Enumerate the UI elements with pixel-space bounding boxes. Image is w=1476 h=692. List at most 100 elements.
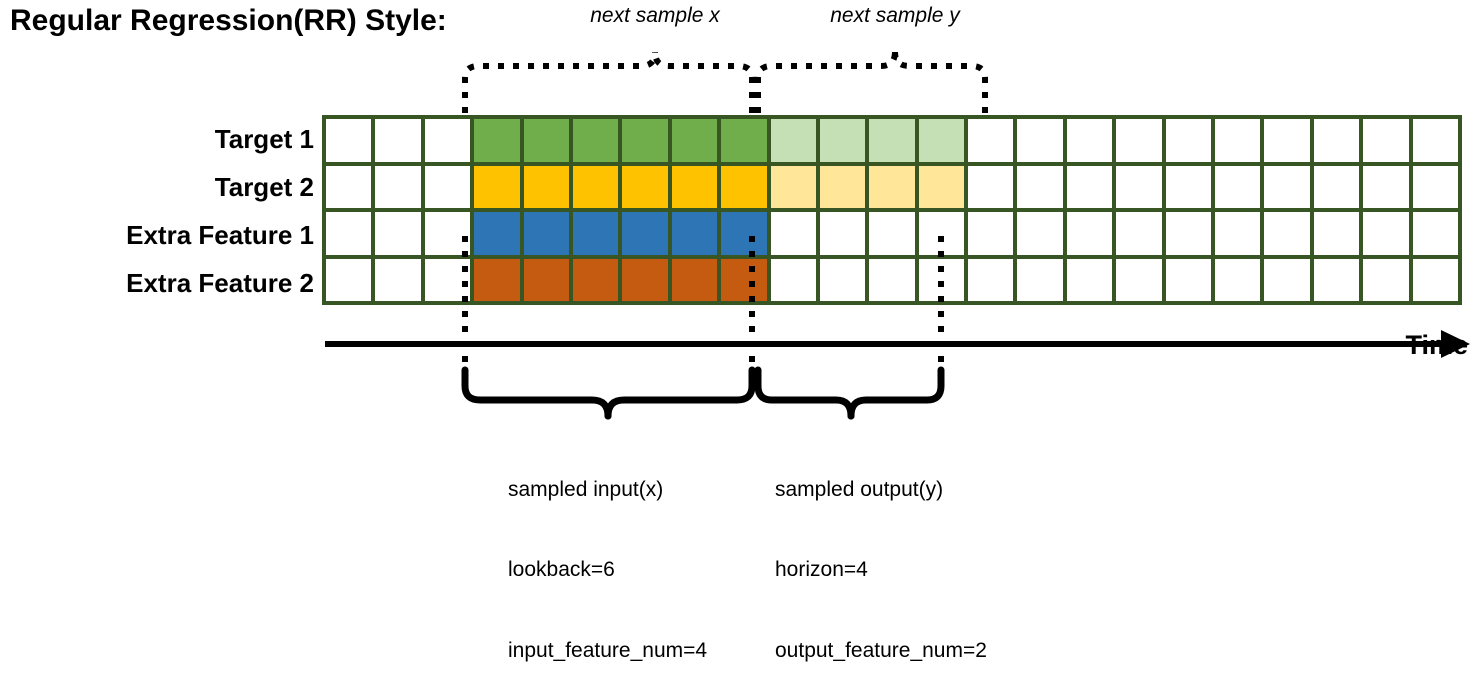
grid-cell-empty-r1-c21 xyxy=(1313,119,1360,162)
grid-cell-empty-r2-c2 xyxy=(375,165,421,208)
row-label-target-1: Target 1 xyxy=(214,124,314,154)
grid-cell-output-r1-c12 xyxy=(869,119,915,162)
sampled-output-features: output_feature_num=2 xyxy=(775,639,987,662)
grid-cell-empty-r2-c19 xyxy=(1215,165,1261,208)
grid-cell-empty-r3-c17 xyxy=(1116,212,1162,255)
solid-brace-sampled-output xyxy=(754,366,945,420)
grid-cell-empty-r3-c13 xyxy=(918,212,965,255)
grid-cell-empty-r4-c11 xyxy=(819,258,866,301)
grid-cell-input-r3-c9 xyxy=(721,212,767,255)
grid-cell-input-r2-c5 xyxy=(523,165,569,208)
grid-cell-empty-r4-c19 xyxy=(1215,258,1261,301)
grid-cell-empty-r1-c22 xyxy=(1363,119,1409,162)
grid-cell-empty-r3-c3 xyxy=(424,212,471,255)
grid-cell-output-r2-c13 xyxy=(918,165,965,208)
grid-cell-empty-r1-c2 xyxy=(375,119,421,162)
grid-cell-input-r4-c5 xyxy=(523,258,569,301)
grid-cell-input-r1-c4 xyxy=(474,119,520,162)
grid-cell-empty-r3-c18 xyxy=(1165,212,1212,255)
grid-cell-empty-r1-c14 xyxy=(968,119,1014,162)
grid-cell-empty-r1-c18 xyxy=(1165,119,1212,162)
grid-cell-empty-r2-c18 xyxy=(1165,165,1212,208)
grid-cell-empty-r4-c21 xyxy=(1313,258,1360,301)
grid-cell-input-r2-c4 xyxy=(474,165,520,208)
grid-cell-empty-r3-c20 xyxy=(1264,212,1310,255)
grid-cell-empty-r2-c1 xyxy=(326,165,372,208)
grid-cell-empty-r3-c22 xyxy=(1363,212,1409,255)
grid-cell-input-r1-c6 xyxy=(572,119,619,162)
annotation-next-sample-y: next sample y xyxy=(830,4,960,27)
grid-cell-empty-r4-c12 xyxy=(869,258,915,301)
grid-cell-empty-r4-c10 xyxy=(770,258,816,301)
grid-cell-input-r3-c5 xyxy=(523,212,569,255)
grid-cell-empty-r4-c2 xyxy=(375,258,421,301)
grid-cell-empty-r4-c13 xyxy=(918,258,965,301)
grid-cell-empty-r1-c20 xyxy=(1264,119,1310,162)
grid-cell-empty-r4-c3 xyxy=(424,258,471,301)
grid-cell-empty-r3-c1 xyxy=(326,212,372,255)
dotted-brace-next-sample-x xyxy=(462,51,755,113)
grid-cell-empty-r3-c10 xyxy=(770,212,816,255)
grid-cell-empty-r1-c16 xyxy=(1066,119,1113,162)
sampled-input-title: sampled input(x) xyxy=(508,477,664,501)
grid-cell-empty-r2-c21 xyxy=(1313,165,1360,208)
grid-cell-input-r4-c7 xyxy=(622,258,668,301)
grid-cell-empty-r1-c23 xyxy=(1412,119,1458,162)
grid-cell-empty-r4-c14 xyxy=(968,258,1014,301)
row-label-extra-feature-1: Extra Feature 1 xyxy=(126,220,314,250)
grid-cell-empty-r4-c23 xyxy=(1412,258,1458,301)
grid-cell-empty-r3-c2 xyxy=(375,212,421,255)
grid-cell-input-r2-c7 xyxy=(622,165,668,208)
grid-cell-empty-r3-c19 xyxy=(1215,212,1261,255)
sampled-input-features: input_feature_num=4 xyxy=(508,639,708,662)
grid-cell-empty-r2-c14 xyxy=(968,165,1014,208)
timeline-grid xyxy=(322,115,1462,305)
page-title: Regular Regression(RR) Style: xyxy=(10,4,447,37)
grid-cell-input-r4-c9 xyxy=(721,258,767,301)
sampled-output-title: sampled output(y) xyxy=(775,477,944,501)
grid-cell-output-r2-c10 xyxy=(770,165,816,208)
grid-cell-empty-r3-c23 xyxy=(1412,212,1458,255)
grid-cell-empty-r2-c17 xyxy=(1116,165,1162,208)
grid-cell-empty-r3-c12 xyxy=(869,212,915,255)
dotted-brace-next-sample-y xyxy=(755,51,988,113)
sampled-input-lookback: lookback=6 xyxy=(508,558,615,582)
grid-cell-input-r4-c6 xyxy=(572,258,619,301)
grid-cell-input-r4-c4 xyxy=(474,258,520,301)
grid-cell-input-r1-c7 xyxy=(622,119,668,162)
grid-cell-output-r1-c13 xyxy=(918,119,965,162)
grid-cell-input-r1-c8 xyxy=(671,119,718,162)
grid-cell-empty-r2-c3 xyxy=(424,165,471,208)
grid-cell-empty-r3-c15 xyxy=(1017,212,1063,255)
annotation-sampled-output: sampled output(y) horizon=4 output_featu… xyxy=(775,423,987,692)
row-label-extra-feature-2: Extra Feature 2 xyxy=(126,268,314,298)
grid-cell-empty-r4-c15 xyxy=(1017,258,1063,301)
grid-cell-output-r2-c11 xyxy=(819,165,866,208)
grid-cell-input-r1-c5 xyxy=(523,119,569,162)
grid-cell-empty-r3-c14 xyxy=(968,212,1014,255)
annotation-sampled-input: sampled input(x) lookback=6 input_featur… xyxy=(508,423,707,692)
grid-cell-empty-r4-c20 xyxy=(1264,258,1310,301)
grid-cell-empty-r4-c1 xyxy=(326,258,372,301)
grid-cell-empty-r3-c21 xyxy=(1313,212,1360,255)
grid-cell-input-r3-c6 xyxy=(572,212,619,255)
grid-cell-input-r3-c7 xyxy=(622,212,668,255)
grid-cell-empty-r1-c19 xyxy=(1215,119,1261,162)
grid-cell-input-r4-c8 xyxy=(671,258,718,301)
grid-cell-empty-r1-c15 xyxy=(1017,119,1063,162)
grid-cell-input-r2-c8 xyxy=(671,165,718,208)
annotation-next-sample-x: next sample x xyxy=(590,4,720,27)
grid-cell-output-r1-c11 xyxy=(819,119,866,162)
sampled-output-horizon: horizon=4 xyxy=(775,558,868,582)
grid-cell-empty-r1-c1 xyxy=(326,119,372,162)
grid-cell-empty-r4-c18 xyxy=(1165,258,1212,301)
row-label-target-2: Target 2 xyxy=(214,172,314,202)
grid-cell-input-r1-c9 xyxy=(721,119,767,162)
grid-cell-output-r2-c12 xyxy=(869,165,915,208)
grid-cell-output-r1-c10 xyxy=(770,119,816,162)
grid-cell-input-r3-c4 xyxy=(474,212,520,255)
grid-cell-empty-r2-c22 xyxy=(1363,165,1409,208)
grid-cell-input-r2-c6 xyxy=(572,165,619,208)
grid-cell-empty-r2-c23 xyxy=(1412,165,1458,208)
grid-cell-empty-r2-c15 xyxy=(1017,165,1063,208)
